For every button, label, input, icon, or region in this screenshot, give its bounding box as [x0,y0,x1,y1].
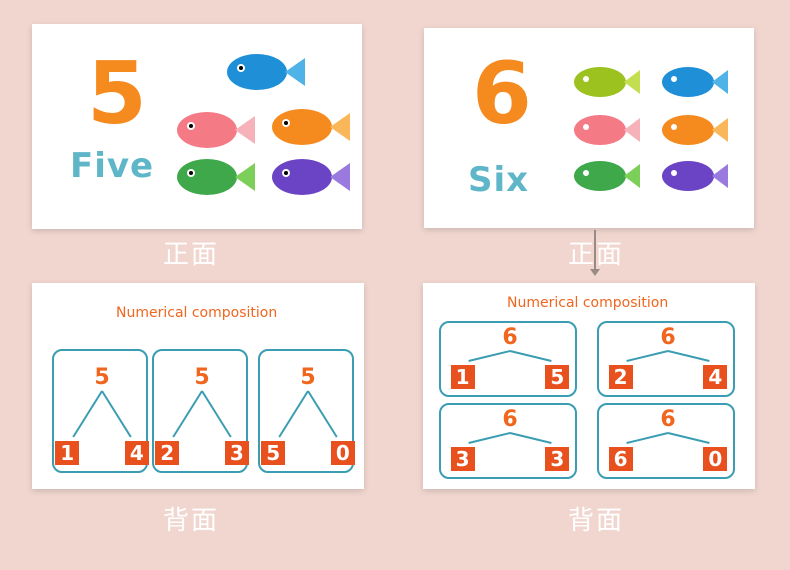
branch-lines [468,432,552,444]
whole-number: 6 [660,325,676,350]
fish-icon [177,159,255,195]
part-tile-left: 6 [608,447,633,471]
caption-front-left: 正面 [163,240,220,270]
part-tile-left: 2 [608,365,633,389]
card-number: 6 [472,44,532,144]
branch-lines [72,390,132,438]
composition-box: 5 1 4 [52,349,149,473]
card-number: 5 [87,44,147,144]
fish-icon [662,67,728,97]
branch-lines [626,432,710,444]
branch-lines [172,390,232,438]
back-card-six: Numerical composition 6 1 5 6 2 4 6 3 3 6 6 0 [423,283,755,489]
part-tile-left: 2 [155,441,180,465]
part-tile-right: 4 [703,365,728,389]
part-tile-right: 3 [545,447,570,471]
whole-number: 6 [502,325,518,350]
card-title: Numerical composition [116,305,278,321]
composition-box: 6 3 3 [439,403,577,479]
whole-number: 6 [502,407,518,432]
composition-box: 5 5 0 [258,349,355,473]
composition-box: 6 1 5 [439,321,577,397]
caption-back-left: 背面 [163,506,220,536]
card-title: Numerical composition [507,295,669,311]
fish-icon [227,54,305,90]
branch-lines [626,350,710,362]
front-card-five: 5 Five [32,24,362,229]
fish-icon [272,109,350,145]
part-tile-left: 3 [450,447,475,471]
part-tile-right: 3 [224,441,249,465]
part-tile-left: 1 [55,441,80,465]
part-tile-right: 5 [545,365,570,389]
fish-group [177,54,350,195]
composition-box: 6 6 0 [597,403,735,479]
caption-back-right: 背面 [568,506,625,536]
branch-lines [468,350,552,362]
front-card-six: 6 Six [424,28,754,228]
fish-icon [574,115,640,145]
part-tile-right: 4 [124,441,149,465]
whole-number: 5 [94,365,110,390]
fish-icon [177,112,255,148]
composition-box: 5 2 3 [152,349,249,473]
part-tile-left: 5 [261,441,286,465]
fish-icon [574,161,640,191]
whole-number: 6 [660,407,676,432]
part-tile-left: 1 [450,365,475,389]
part-tile-right: 0 [330,441,355,465]
card-word: Five [70,146,155,186]
fish-icon [574,67,640,97]
fish-icon [662,161,728,191]
whole-number: 5 [300,365,316,390]
fish-icon [272,159,350,195]
branch-lines [278,390,338,438]
fish-icon [662,115,728,145]
card-word: Six [468,160,530,200]
fish-group [574,67,728,191]
caption-front-right: 正面 [568,240,625,270]
arrow-down-icon [590,230,600,276]
composition-box: 6 2 4 [597,321,735,397]
whole-number: 5 [194,365,210,390]
part-tile-right: 0 [703,447,728,471]
